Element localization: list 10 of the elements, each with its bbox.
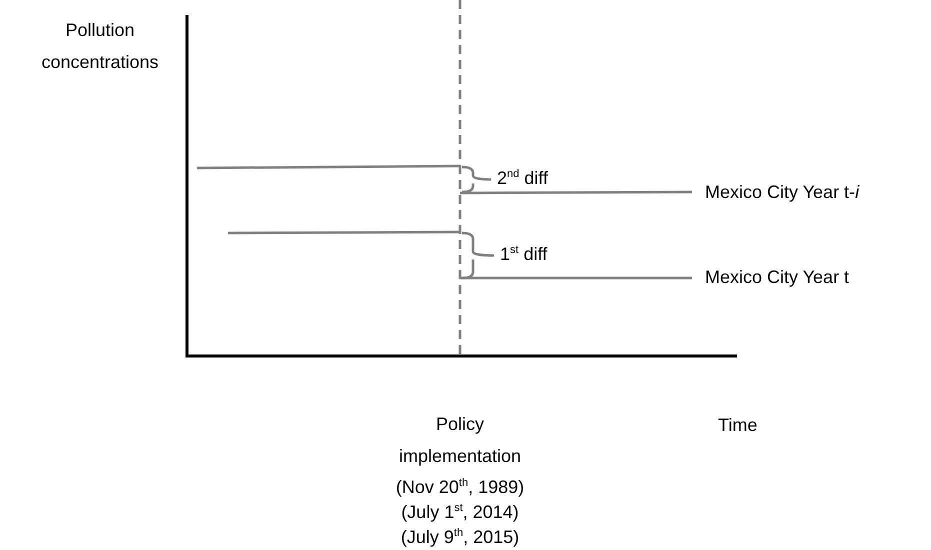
axis-title: Pollution concentrations: [40, 19, 160, 74]
axis-label: Policy implementation: [398, 413, 522, 468]
series-label: Mexico City Year t: [705, 267, 850, 288]
difference-label: 2$^{nd}$ diff: [497, 168, 549, 189]
difference-label: 1$^{st}$ diff: [500, 244, 548, 265]
date-label: (July 1$^{st}$, 2014): [400, 502, 520, 523]
date-label: (July 9$^{th}$, 2015): [400, 527, 520, 548]
date-label: (Nov 20$^{th}$, 1989): [394, 477, 526, 498]
axis-title: Time: [718, 415, 758, 436]
series-label: Mexico City Year t-i: [705, 182, 860, 203]
